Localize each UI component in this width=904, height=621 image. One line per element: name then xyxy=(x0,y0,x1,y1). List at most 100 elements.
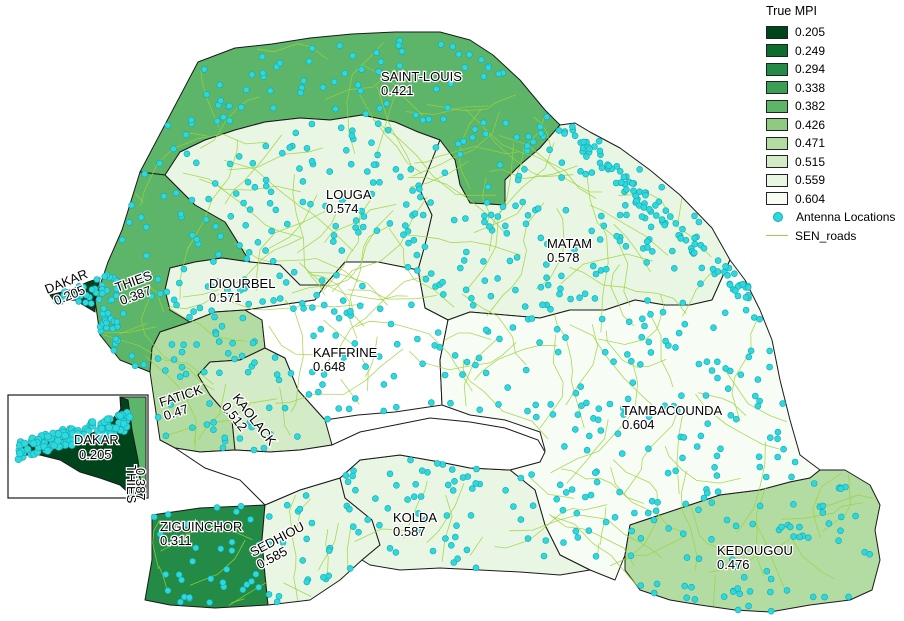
antenna-dot xyxy=(724,271,731,279)
antenna-dot xyxy=(317,325,325,333)
antenna-dot xyxy=(213,504,221,511)
antenna-dot xyxy=(465,51,473,58)
antenna-dot xyxy=(347,160,355,168)
antenna-dot xyxy=(393,481,400,489)
antenna-dot xyxy=(239,314,247,322)
antenna-dot xyxy=(193,236,201,243)
antenna-dot xyxy=(336,42,344,50)
antenna-dot xyxy=(402,201,410,208)
antenna-dot xyxy=(645,338,653,346)
antenna-dot xyxy=(613,232,621,240)
antenna-dot xyxy=(208,307,215,315)
road-segment xyxy=(560,253,653,285)
antenna-dot xyxy=(628,527,636,535)
antenna-dot xyxy=(745,602,752,610)
antenna-dot xyxy=(717,445,724,453)
antenna-dot xyxy=(267,430,274,438)
antenna-dot xyxy=(601,348,609,356)
antenna-dot xyxy=(219,579,227,586)
antenna-dot xyxy=(82,299,89,306)
antenna-dot xyxy=(468,485,476,492)
antenna-dot xyxy=(475,354,483,362)
antenna-dot xyxy=(640,204,648,211)
region-name: TAMBACOUNDA xyxy=(622,403,722,418)
antenna-dot xyxy=(387,320,395,328)
antenna-dot xyxy=(504,384,512,391)
antenna-dot xyxy=(140,361,148,368)
antenna-dot xyxy=(217,233,224,240)
antenna-dot xyxy=(75,298,82,305)
region-kedougou[interactable] xyxy=(624,469,881,613)
antenna-dot xyxy=(713,452,721,460)
antenna-dot xyxy=(422,516,430,523)
antenna-dot xyxy=(653,580,661,588)
road-segment xyxy=(409,342,517,371)
antenna-dot xyxy=(308,304,316,311)
antenna-dot xyxy=(522,220,530,228)
antenna-dot xyxy=(170,356,178,363)
antenna-dot xyxy=(837,485,845,493)
antenna-dot xyxy=(227,213,235,220)
region-value: 0.571 xyxy=(209,290,242,305)
antenna-dot xyxy=(724,385,732,393)
antenna-dot xyxy=(346,505,353,513)
antenna-dot xyxy=(342,147,350,154)
antenna-dot xyxy=(809,593,817,601)
antenna-dot xyxy=(587,491,595,499)
antenna-dot xyxy=(557,285,564,293)
antenna-dot xyxy=(217,545,225,553)
antenna-dot xyxy=(581,493,589,501)
antenna-dot xyxy=(97,424,106,433)
antenna-dot xyxy=(414,335,421,343)
antenna-dot xyxy=(627,357,635,365)
antenna-dot xyxy=(44,432,52,441)
antenna-dot xyxy=(472,361,479,369)
antenna-dot xyxy=(377,58,385,66)
antenna-dot xyxy=(287,369,295,377)
antenna-dot xyxy=(410,493,418,501)
antenna-dot xyxy=(767,607,775,615)
antenna-dot-icon xyxy=(773,212,783,223)
road-segment xyxy=(405,105,489,115)
antenna-dot xyxy=(629,379,637,387)
antenna-dot xyxy=(239,586,247,594)
antenna-dot xyxy=(672,220,680,227)
antenna-dot xyxy=(487,211,495,219)
legend-antenna-row: Antenna Locations xyxy=(766,208,904,227)
antenna-dot xyxy=(251,183,259,191)
antenna-dot xyxy=(486,223,493,230)
antenna-dot xyxy=(496,161,504,169)
antenna-dot xyxy=(407,166,415,173)
dakar-inset: DAKAR 0.205 THIES 0.387 xyxy=(7,394,149,505)
antenna-dot xyxy=(163,288,171,296)
antenna-dot xyxy=(270,297,277,304)
antenna-dot xyxy=(454,555,461,563)
antenna-dot xyxy=(189,232,196,239)
antenna-dot xyxy=(662,207,670,214)
antenna-dot xyxy=(401,222,409,229)
antenna-dot xyxy=(417,493,425,500)
antenna-dot xyxy=(644,244,651,251)
antenna-dot xyxy=(427,199,434,206)
antenna-dot xyxy=(780,445,787,453)
antenna-dot xyxy=(237,502,245,510)
road-segment xyxy=(182,172,301,193)
antenna-dot xyxy=(708,535,715,543)
antenna-dot xyxy=(459,371,466,378)
antenna-dot xyxy=(629,180,636,187)
antenna-dot xyxy=(708,367,716,374)
antenna-dot xyxy=(845,593,852,601)
antenna-dot xyxy=(645,413,653,421)
antenna-dot xyxy=(237,103,245,111)
antenna-dot xyxy=(267,188,275,196)
antenna-dot xyxy=(250,446,258,454)
antenna-dot xyxy=(112,335,120,343)
legend-bin-label: 0.294 xyxy=(795,62,826,77)
antenna-dot xyxy=(193,159,200,167)
road-segment xyxy=(566,419,609,484)
antenna-dot xyxy=(210,426,217,434)
antenna-dot xyxy=(749,520,757,528)
antenna-dot xyxy=(186,313,193,321)
antenna-dot xyxy=(766,347,774,355)
road-segment xyxy=(600,507,607,545)
